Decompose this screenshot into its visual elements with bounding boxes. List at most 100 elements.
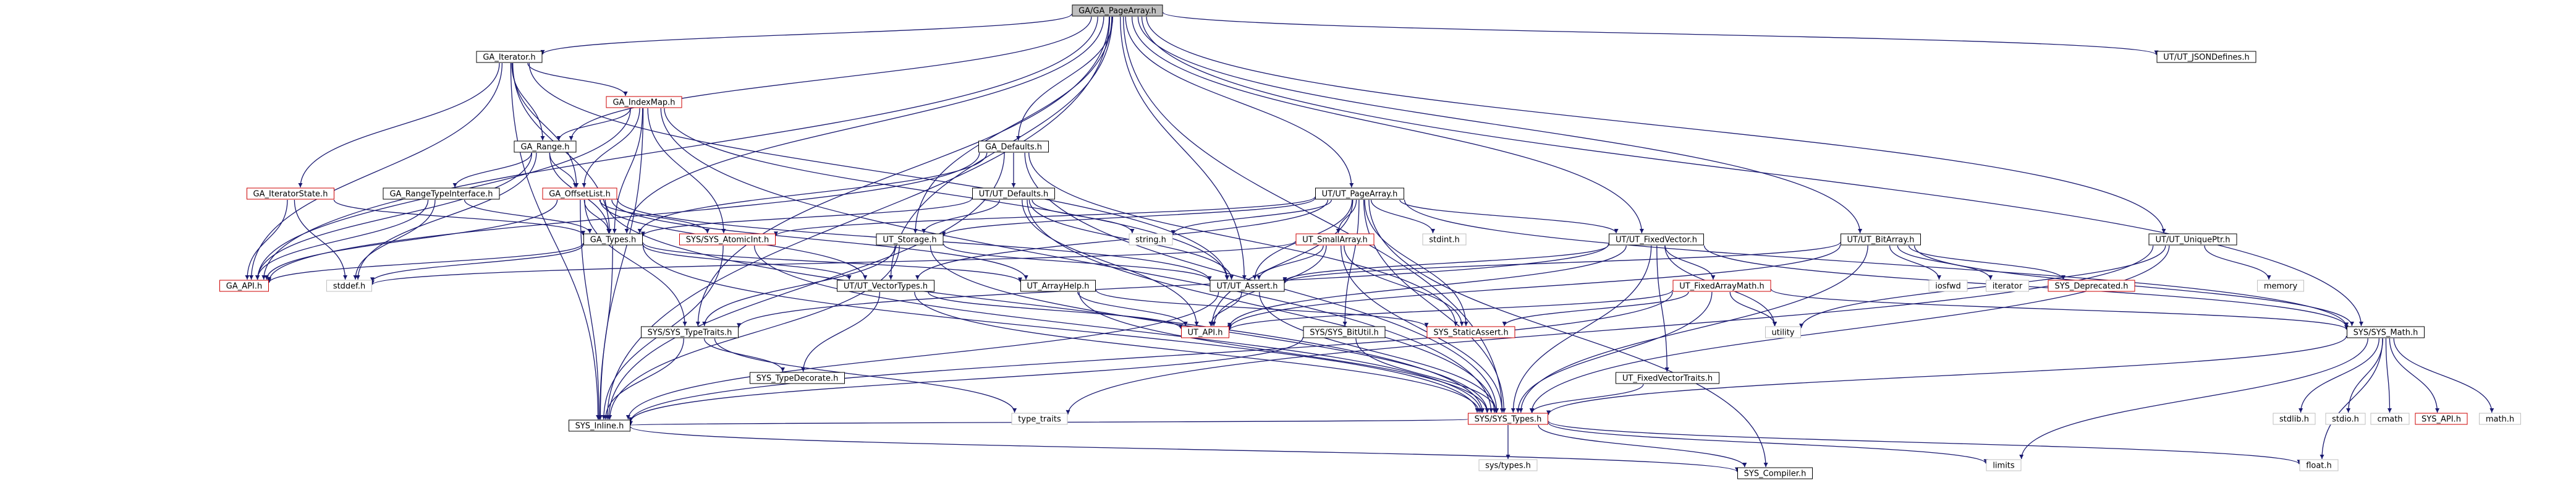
edge-ga_defaults-to-ga_types	[637, 152, 988, 234]
node-ga_iterator[interactable]: GA_Iterator.h	[476, 51, 543, 63]
node-label-ut_storage: UT_Storage.h	[883, 236, 936, 245]
node-box-sys_atomicint	[679, 233, 776, 246]
node-label-ut_api: UT_API.h	[1188, 328, 1223, 338]
node-box-ut_smallarray	[1295, 233, 1375, 246]
node-label-ut_json: UT/UT_JSONDefines.h	[2163, 53, 2249, 62]
node-label-sys_typetraits: SYS/SYS_TypeTraits.h	[648, 328, 732, 338]
node-ut_json[interactable]: UT/UT_JSONDefines.h	[2156, 51, 2256, 63]
node-box-ga_iterator	[476, 51, 543, 63]
node-box-string_h	[1129, 233, 1173, 246]
node-sys_api[interactable]: SYS_API.h	[2415, 413, 2468, 425]
node-ut_arrayhelp[interactable]: UT_ArrayHelp.h	[1020, 280, 1096, 292]
edge-sys_math-to-sys_types	[1546, 336, 2347, 415]
node-sys_math[interactable]: SYS/SYS_Math.h	[2347, 326, 2425, 338]
node-sys_compiler[interactable]: SYS_Compiler.h	[1737, 467, 1813, 479]
node-sys_typedecorate[interactable]: SYS_TypeDecorate.h	[750, 372, 845, 384]
node-ga_defaults[interactable]: GA_Defaults.h	[978, 140, 1049, 153]
node-ga_iteratorstate[interactable]: GA_IteratorState.h	[247, 187, 334, 200]
edge-ga_types-to-stddef_h	[370, 244, 584, 282]
node-ut_pagearray[interactable]: UT/UT_PageArray.h	[1315, 187, 1404, 200]
node-ut_storage[interactable]: UT_Storage.h	[876, 233, 944, 246]
node-ga_offsetlist[interactable]: GA_OffsetList.h	[542, 187, 617, 200]
edge-ga_types-to-sys_types	[642, 245, 1480, 413]
node-box-ga_defaults	[978, 140, 1049, 153]
edge-ut_pagearray-to-string_h	[1171, 199, 1332, 235]
node-sys_staticassert[interactable]: SYS_StaticAssert.h	[1426, 326, 1515, 338]
edge-ut_fixedarraymath-to-sys_inline	[629, 291, 1673, 422]
edge-sys_math-to-stdlib_h	[2298, 338, 2380, 413]
edge-sys_typetraits-to-sys_typedecorate	[703, 338, 785, 372]
node-ut_bitarray[interactable]: UT/UT_BitArray.h	[1841, 233, 1921, 246]
node-label-ut_fixedarraymath: UT_FixedArrayMath.h	[1679, 282, 1765, 291]
node-sys_typetraits[interactable]: SYS/SYS_TypeTraits.h	[641, 326, 739, 338]
edge-ga_types-to-sys_inline	[598, 245, 613, 420]
edge-ga_rangetype-to-ga_types	[464, 199, 592, 234]
node-ut_smallarray[interactable]: UT_SmallArray.h	[1295, 233, 1375, 246]
edge-ut_fixedvector-to-sys_typetraits	[737, 244, 1609, 328]
edge-root-to-ga_iterator	[540, 14, 1072, 55]
node-label-ut_bitarray: UT/UT_BitArray.h	[1847, 236, 1915, 245]
node-box-sys_math	[2347, 326, 2425, 338]
edge-ga_indexmap-to-sys_types	[660, 108, 1494, 413]
node-ga_range[interactable]: GA_Range.h	[514, 140, 577, 153]
edge-ut_fixedarraymath-to-sys_types	[1515, 291, 1713, 413]
node-sys_bitutil[interactable]: SYS/SYS_BitUtil.h	[1303, 326, 1386, 338]
node-label-ga_types: GA_Types.h	[590, 236, 636, 245]
node-box-ut_defaults	[972, 187, 1055, 200]
node-label-iosfwd: iosfwd	[1935, 282, 1961, 291]
edge-ut_pagearray-to-sys_bitutil	[1342, 199, 1360, 327]
edge-ut_pagearray-to-ut_smallarray	[1336, 199, 1357, 234]
node-ut_fixedvectortraits[interactable]: UT_FixedVectorTraits.h	[1616, 372, 1719, 384]
edge-ut_bitarray-to-sys_types	[1519, 245, 1868, 413]
edge-root-to-ga_api	[261, 16, 1098, 280]
node-ga_api[interactable]: GA_API.h	[219, 280, 269, 292]
node-box-sys_inline	[569, 419, 630, 432]
node-ut_api[interactable]: UT_API.h	[1181, 326, 1229, 338]
edge-ut_bitarray-to-ut_api	[1227, 244, 1841, 329]
edge-sys_math-to-math_h	[2393, 338, 2494, 413]
edge-ut_fixedvector-to-ut_fixedarraymath	[1664, 245, 1716, 280]
node-sys_types_h: sys/types.h	[1478, 459, 1538, 471]
edge-ut_assert-to-sys_types	[1258, 291, 1498, 413]
edge-ga_rangetype-to-ga_api	[255, 199, 429, 280]
edge-ga_range-to-ga_rangetype	[452, 152, 532, 188]
node-ga_indexmap[interactable]: GA_IndexMap.h	[606, 96, 682, 108]
node-label-cmath_h: cmath	[2377, 415, 2402, 424]
node-label-stdlib_h: stdlib.h	[2279, 415, 2309, 424]
node-ut_defaults[interactable]: UT/UT_Defaults.h	[972, 187, 1055, 200]
node-ut_assert[interactable]: UT/UT_Assert.h	[1210, 280, 1285, 292]
node-label-sys_deprecated: SYS_Deprecated.h	[2054, 282, 2128, 291]
node-sys_types[interactable]: SYS/SYS_Types.h	[1468, 413, 1548, 425]
node-box-ga_types	[583, 233, 643, 246]
node-label-memory_h: memory	[2264, 282, 2298, 291]
node-sys_atomicint[interactable]: SYS/SYS_AtomicInt.h	[679, 233, 776, 246]
node-ga_rangetype[interactable]: GA_RangeTypeInterface.h	[383, 187, 500, 200]
node-ut_fixedvector[interactable]: UT/UT_FixedVector.h	[1609, 233, 1704, 246]
node-label-sys_types: SYS/SYS_Types.h	[1475, 415, 1542, 424]
edge-sys_math-to-limits_h	[2019, 338, 2368, 460]
node-box-memory_h	[2257, 280, 2304, 292]
node-label-ga_range: GA_Range.h	[520, 143, 569, 152]
node-label-root: GA/GA_PageArray.h	[1078, 7, 1156, 16]
node-box-stdint_h	[1422, 233, 1467, 246]
node-label-ut_assert: UT/UT_Assert.h	[1216, 282, 1277, 291]
node-box-ga_rangetype	[383, 187, 500, 200]
node-ut_vectortypes[interactable]: UT/UT_VectorTypes.h	[837, 280, 934, 292]
node-iterator_h: iterator	[1986, 280, 2029, 292]
node-box-iterator_h	[1986, 280, 2029, 292]
node-sys_inline[interactable]: SYS_Inline.h	[569, 419, 630, 432]
node-sys_deprecated[interactable]: SYS_Deprecated.h	[2048, 280, 2135, 292]
node-stdlib_h: stdlib.h	[2273, 413, 2316, 425]
node-label-ut_vectortypes: UT/UT_VectorTypes.h	[844, 282, 928, 291]
node-ut_fixedarraymath[interactable]: UT_FixedArrayMath.h	[1672, 280, 1771, 292]
node-ut_uniqueptr[interactable]: UT/UT_UniquePtr.h	[2148, 233, 2237, 246]
node-box-sys_types	[1468, 413, 1548, 425]
edge-ga_defaults-to-sys_inline	[606, 152, 1005, 420]
node-label-ga_rangetype: GA_RangeTypeInterface.h	[389, 190, 493, 199]
edge-ut_pagearray-to-ut_storage	[941, 197, 1316, 236]
edge-ga_iteratorstate-to-ga_types	[333, 199, 585, 236]
edge-ut_defaults-to-string_h	[1032, 199, 1135, 234]
node-label-sys_staticassert: SYS_StaticAssert.h	[1433, 328, 1508, 338]
node-limits_h: limits	[1986, 459, 2022, 471]
node-ga_types[interactable]: GA_Types.h	[583, 233, 643, 246]
